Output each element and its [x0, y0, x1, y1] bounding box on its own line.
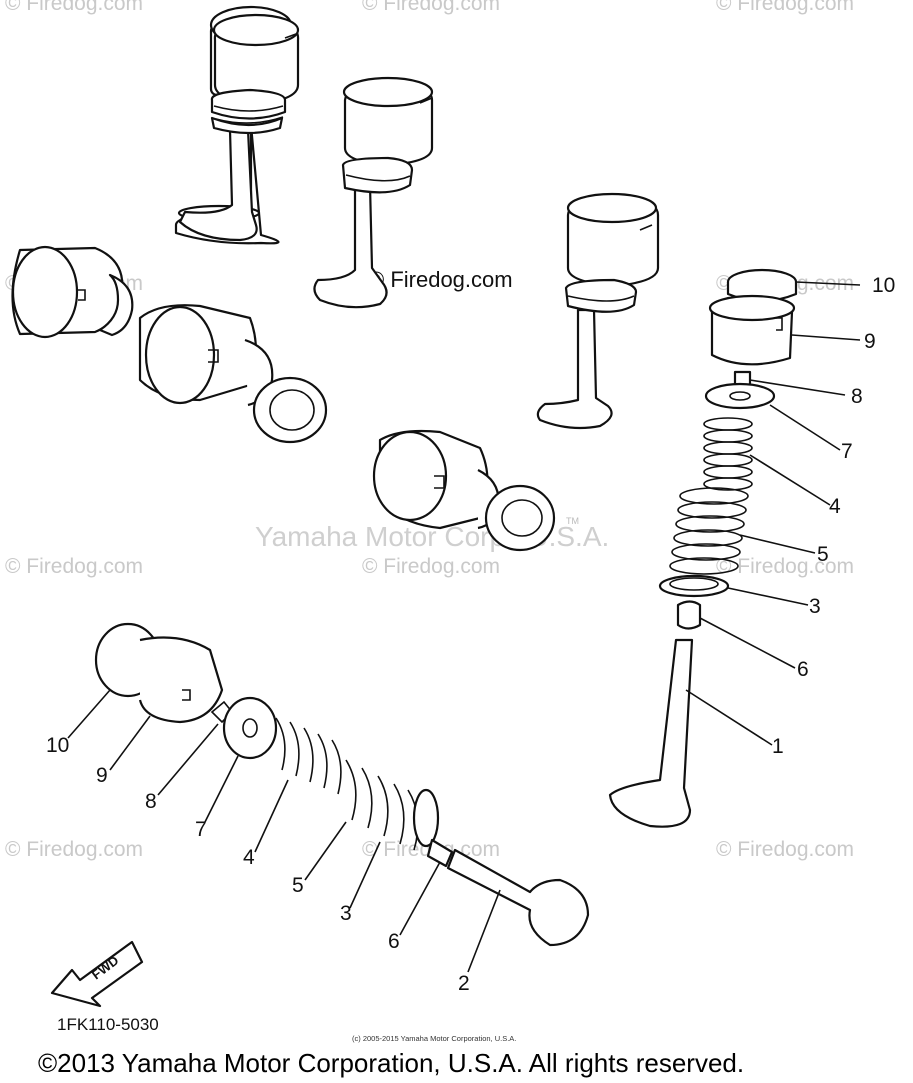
- callout-8-right: 8: [851, 385, 863, 408]
- callout-10-right: 10: [872, 274, 895, 297]
- horizontal-springs: [275, 717, 419, 851]
- valve-top-2: [313, 76, 434, 309]
- callout-8-left: 8: [145, 790, 157, 813]
- callout-leaders-left: [67, 689, 501, 973]
- callout-3-right: 3: [809, 595, 821, 618]
- footer-copyright: ©2013 Yamaha Motor Corporation, U.S.A. A…: [38, 1048, 744, 1078]
- callout-7-right: 7: [841, 440, 853, 463]
- watermark-site: © Firedog.com: [362, 555, 500, 578]
- diagram-code: 1FK110-5030: [57, 1015, 159, 1034]
- callout-6-left: 6: [388, 930, 400, 953]
- watermark-site: © Firedog.com: [5, 0, 143, 15]
- watermark-tm: TM: [566, 516, 579, 526]
- watermark-site-center: © Firedog.com: [368, 267, 513, 292]
- small-copyright: (c) 2005-2015 Yamaha Motor Corporation, …: [352, 1034, 516, 1043]
- exploded-assembly-right: [608, 268, 798, 828]
- exploded-assembly-left: [94, 622, 590, 947]
- watermark-site: © Firedog.com: [5, 555, 143, 578]
- callout-9-left: 9: [96, 764, 108, 787]
- inner-spring: [703, 417, 753, 491]
- callout-4-right: 4: [829, 495, 841, 518]
- callout-numbers-right: 10 9 8 7 4 5 3 6 1: [772, 274, 895, 758]
- watermark-site: © Firedog.com: [716, 0, 854, 15]
- valve-top-1: [178, 13, 300, 242]
- lifter-center: [372, 429, 556, 552]
- callout-1-right: 1: [772, 735, 784, 758]
- outer-spring: [669, 487, 749, 575]
- watermark-site: © Firedog.com: [716, 838, 854, 861]
- callout-7-left: 7: [195, 818, 207, 841]
- watermark-site: © Firedog.com: [5, 838, 143, 861]
- callout-2-left: 2: [458, 972, 470, 995]
- callout-numbers-left: 10 9 8 7 4 5 3 6 2: [46, 734, 470, 995]
- watermark-site: © Firedog.com: [362, 0, 500, 15]
- callout-6-right: 6: [797, 658, 809, 681]
- callout-leaders-right: [685, 281, 861, 746]
- callout-5-left: 5: [292, 874, 304, 897]
- callout-3-left: 3: [340, 902, 352, 925]
- lifter-pair-left: [11, 245, 328, 444]
- valve-top-3: [536, 192, 660, 430]
- callout-10-left: 10: [46, 734, 69, 757]
- forward-direction-arrow: FWD: [50, 940, 144, 1008]
- callout-5-right: 5: [817, 543, 829, 566]
- watermark-site: © Firedog.com: [716, 555, 854, 578]
- callout-9-right: 9: [864, 330, 876, 353]
- callout-4-left: 4: [243, 846, 255, 869]
